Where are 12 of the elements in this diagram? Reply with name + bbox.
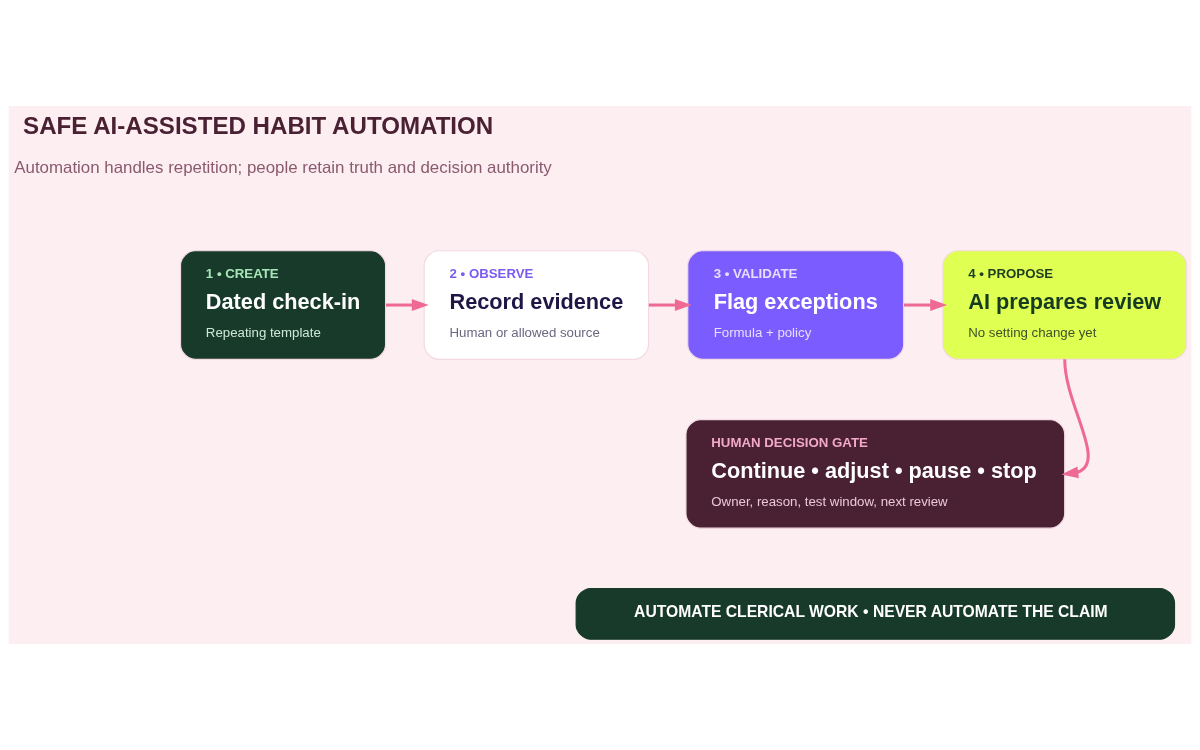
label: Automation handles repetition; people retain truth and decision authority xyxy=(14,158,552,178)
arrow xyxy=(385,299,429,311)
arrow xyxy=(648,299,692,311)
node-box: AUTOMATE CLERICAL WORK • NEVER AUTOMATE THE CLAIM xyxy=(575,587,1176,640)
arrow xyxy=(903,299,948,311)
node-box: 1 • CREATE Dated check-in Repeating template xyxy=(179,250,387,360)
arrow xyxy=(1061,359,1090,479)
diagram-title: SAFE AI-ASSISTED HABIT AUTOMATION xyxy=(23,111,494,139)
node-box: 4 • PROPOSE AI prepares review No setting change yet xyxy=(942,250,1188,360)
node-box: HUMAN DECISION GATE Continue • adjust • pause • stop Owner, reason, test window, next review xyxy=(685,419,1066,529)
node-box: 3 • VALIDATE Flag exceptions Formula + policy xyxy=(687,250,905,360)
node-box: 2 • OBSERVE Record evidence Human or allowed source xyxy=(423,250,650,360)
